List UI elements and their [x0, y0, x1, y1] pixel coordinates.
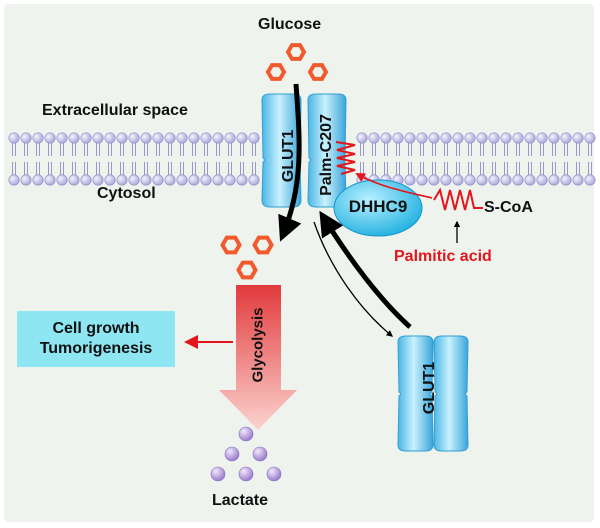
lactate-sphere [224, 446, 240, 462]
lipid [152, 132, 164, 186]
glut1-membrane-label: GLUT1 [280, 129, 297, 183]
outcome-arrow-head [184, 335, 198, 349]
lactate-sphere [238, 426, 254, 442]
palm-c207-label: Palm-C207 [318, 114, 335, 196]
lipid [464, 132, 476, 186]
lipid [500, 132, 512, 186]
lipid [68, 132, 80, 186]
palmitoyl-chain-glut1 [335, 141, 356, 175]
glut1-membrane-transporter [261, 93, 347, 208]
glucose-molecules-cytosol [220, 235, 274, 280]
glucose-hexagon [285, 43, 307, 61]
lipid [452, 132, 464, 186]
lipid [584, 132, 596, 186]
glycolysis-label: Glycolysis [249, 307, 267, 383]
glycolysis-arrow [219, 285, 297, 430]
lactate-sphere [252, 446, 268, 462]
lipid [428, 132, 440, 186]
lipid [572, 132, 584, 186]
lipid [44, 132, 56, 186]
lipid [560, 132, 572, 186]
lipid [368, 132, 380, 186]
glucose-hexagon [265, 63, 287, 81]
lipid [176, 132, 188, 186]
lipid [224, 132, 236, 186]
lipid [380, 132, 392, 186]
lipid [524, 132, 536, 186]
lactate-molecules [210, 426, 282, 482]
palmitic-acid-label: Palmitic acid [394, 248, 492, 265]
glucose-molecules-extracellular [265, 43, 329, 81]
glucose-hexagon [307, 63, 329, 81]
glucose-label: Glucose [258, 16, 322, 33]
lipid-bilayer-membrane [8, 132, 596, 186]
outcome-box: Cell growth Tumorigenesis [17, 311, 175, 367]
lipid [116, 132, 128, 186]
lipid [140, 132, 152, 186]
lipid [188, 132, 200, 186]
background-panel [4, 4, 594, 522]
lipid [236, 132, 248, 186]
lipid [488, 132, 500, 186]
lipid [8, 132, 20, 186]
lipid [404, 132, 416, 186]
lipid [128, 132, 140, 186]
outcome-line-2: Tumorigenesis [39, 340, 153, 357]
lactate-sphere [266, 466, 282, 482]
lipid [104, 132, 116, 186]
lipid [164, 132, 176, 186]
cytosol-label: Cytosol [97, 185, 156, 202]
dhhc9-enzyme [333, 179, 423, 237]
palmitoyl-coa-chain [433, 187, 483, 211]
lactate-sphere [210, 466, 226, 482]
lactate-label: Lactate [212, 492, 269, 509]
outcome-line-1: Cell growth [52, 320, 140, 337]
lactate-sphere [238, 466, 254, 482]
lipid [32, 132, 44, 186]
glut1-cytosolic-transporter [397, 335, 469, 452]
glut1-internalization-arrow [313, 221, 394, 337]
lipid [392, 132, 404, 186]
lipid [248, 132, 260, 186]
lipid [20, 132, 32, 186]
glut1-translocation-arrow [319, 210, 412, 329]
extracellular-space-label: Extracellular space [42, 102, 188, 119]
lipid [512, 132, 524, 186]
glucose-hexagon [236, 260, 258, 280]
glucose-hexagon [252, 235, 274, 255]
lipid [92, 132, 104, 186]
lipid [56, 132, 68, 186]
lipid [536, 132, 548, 186]
glucose-hexagon [220, 235, 242, 255]
lipid [548, 132, 560, 186]
glut1-cytosolic-label: GLUT1 [421, 361, 438, 415]
palmitoyl-transfer-arrow [355, 173, 433, 199]
lipid [212, 132, 224, 186]
lipid [200, 132, 212, 186]
dhhc9-label: DHHC9 [348, 197, 408, 216]
glucose-transport-arrow [278, 83, 302, 242]
lipid [416, 132, 428, 186]
lipid [476, 132, 488, 186]
lipid [440, 132, 452, 186]
s-coa-label: S-CoA [484, 199, 533, 216]
lipid [80, 132, 92, 186]
